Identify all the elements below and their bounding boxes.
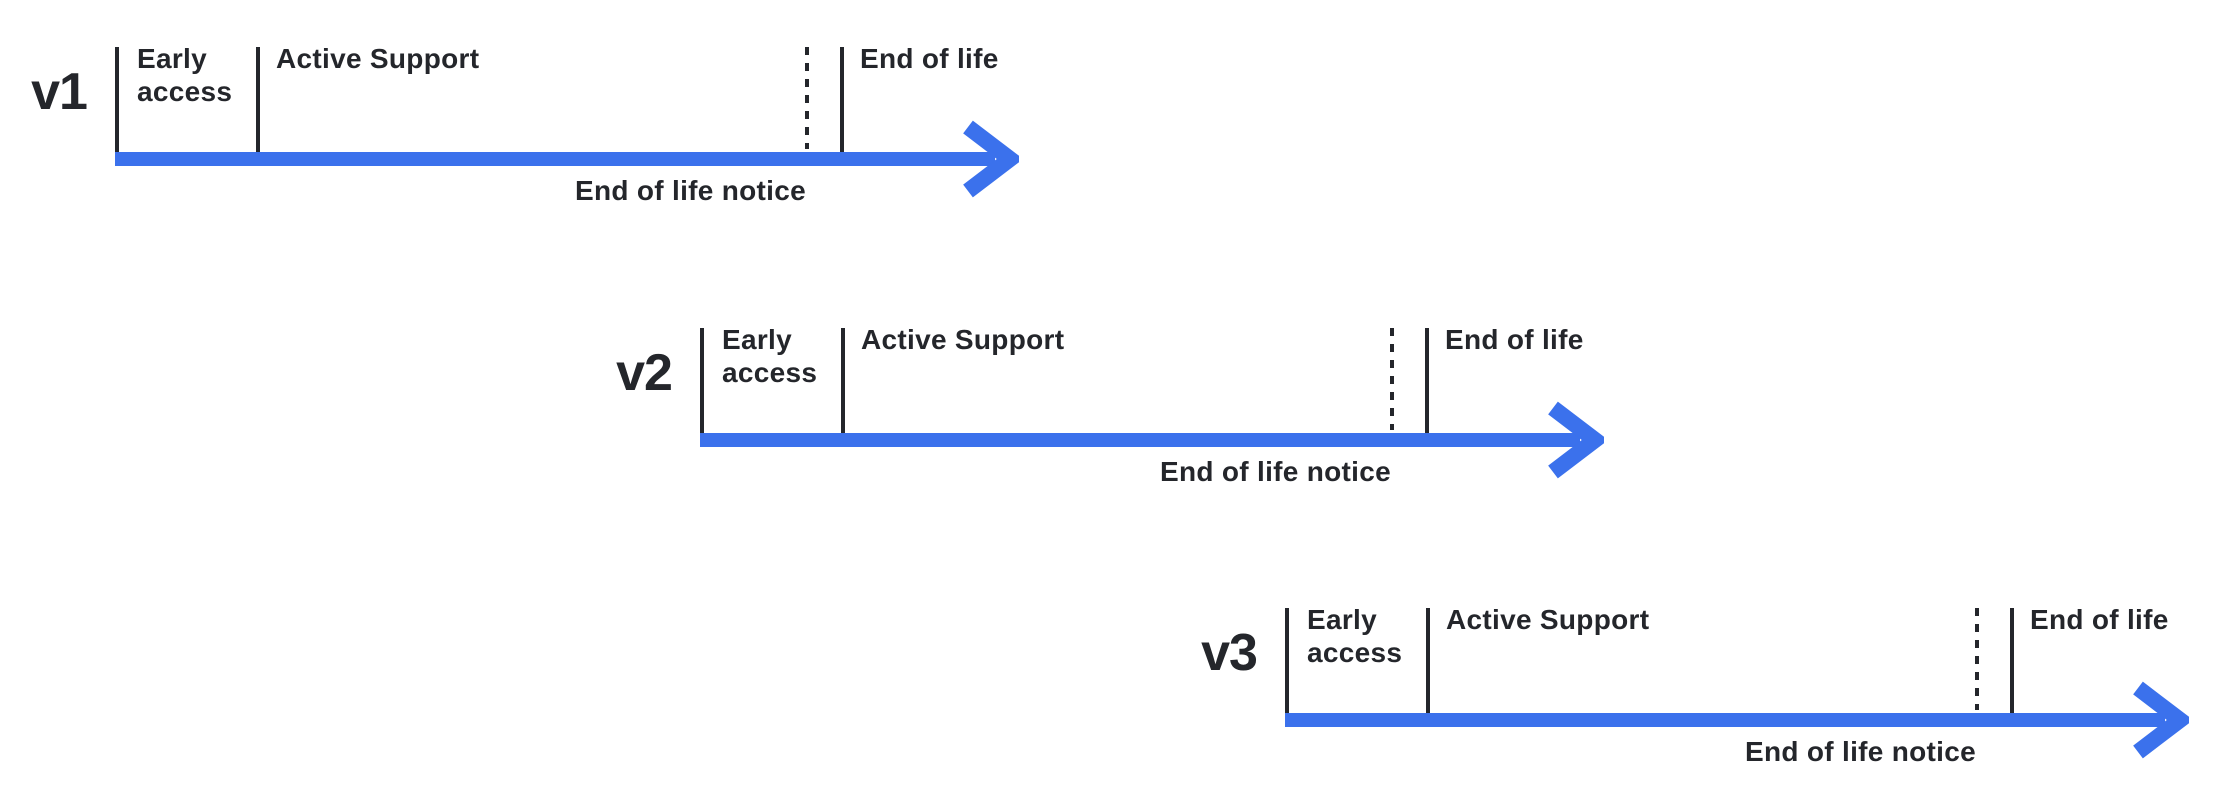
end-of-life-label: End of life (860, 43, 999, 74)
end-of-life-tick (2010, 608, 2014, 713)
arrowhead-icon (2133, 681, 2189, 759)
end-of-life-tick (840, 47, 844, 152)
active-support-label: Active Support (276, 43, 480, 74)
early-access-label: Early access (1307, 604, 1403, 668)
timeline-row-v2: v2 Early access Active Support End of li… (585, 281, 1645, 511)
end-of-life-notice-label: End of life notice (1160, 456, 1391, 487)
active-support-start-tick (841, 328, 845, 433)
end-of-life-notice-label: End of life notice (1745, 736, 1976, 767)
version-label: v2 (616, 344, 673, 402)
early-access-start-tick (700, 328, 704, 433)
end-of-life-label: End of life (2030, 604, 2169, 635)
active-support-start-tick (1426, 608, 1430, 713)
early-access-label: Early access (722, 324, 818, 388)
end-of-life-label: End of life (1445, 324, 1584, 355)
arrowhead-icon (963, 120, 1019, 198)
active-support-label: Active Support (1446, 604, 1650, 635)
timeline-row-v1: v1 Early access Active Support End of li… (0, 0, 1060, 230)
active-support-label: Active Support (861, 324, 1065, 355)
timeline-row-v3: v3 Early access Active Support End of li… (1170, 561, 2228, 791)
timeline-bar (1285, 713, 2165, 727)
active-support-start-tick (256, 47, 260, 152)
arrowhead-icon (1548, 401, 1604, 479)
eol-notice-dashed-tick (1975, 608, 1979, 710)
early-access-start-tick (115, 47, 119, 152)
end-of-life-notice-label: End of life notice (575, 175, 806, 206)
version-label: v1 (31, 63, 88, 121)
end-of-life-tick (1425, 328, 1429, 433)
timeline-bar (700, 433, 1580, 447)
version-label: v3 (1201, 624, 1258, 682)
early-access-label: Early access (137, 43, 233, 107)
eol-notice-dashed-tick (1390, 328, 1394, 430)
eol-notice-dashed-tick (805, 47, 809, 149)
timeline-bar (115, 152, 995, 166)
early-access-start-tick (1285, 608, 1289, 713)
